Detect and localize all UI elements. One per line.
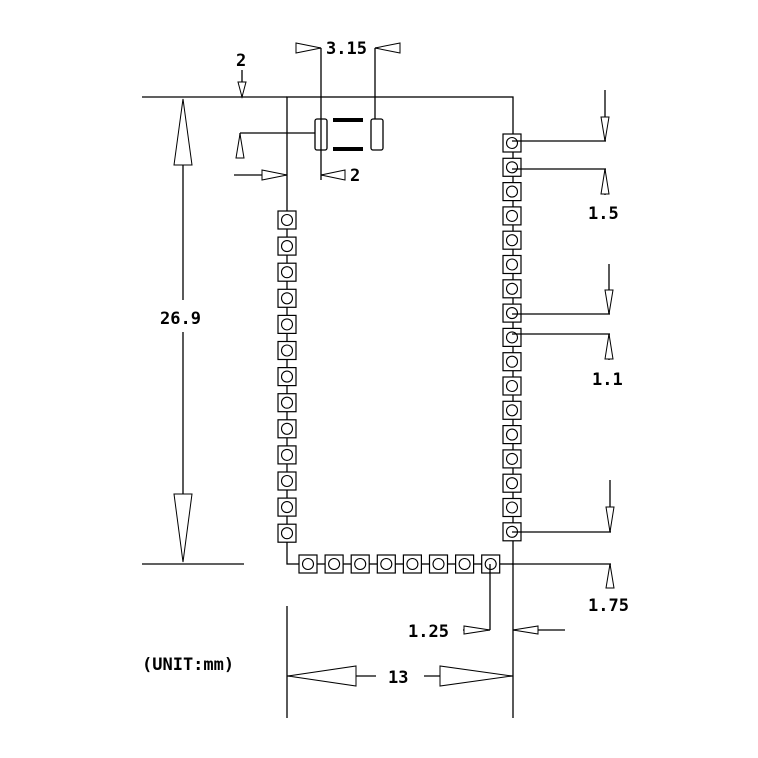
pad-hole: [280, 527, 294, 540]
pad-hole: [328, 557, 341, 571]
pad-hole: [280, 318, 294, 331]
height-dimension: 26.9: [160, 98, 201, 563]
pad-hole: [458, 557, 471, 571]
width-dimension: 13: [286, 564, 514, 718]
pad-hole: [280, 422, 294, 435]
pad-hole: [505, 355, 519, 368]
pad-hole: [505, 282, 519, 295]
pad-hole: [505, 209, 519, 222]
right-pad-column: [502, 133, 522, 542]
pitch-top-label: 1.5: [588, 204, 619, 224]
unit-label: (UNIT:mm): [142, 655, 234, 675]
bottom-pad-row: [298, 554, 501, 574]
height-label: 26.9: [160, 309, 201, 329]
pad-hole: [505, 136, 519, 150]
antenna-width-label: 3.15: [326, 39, 367, 59]
pad-hole: [505, 307, 519, 320]
pitch-bottom-label: 1.25: [408, 622, 449, 642]
pad-hole: [505, 379, 519, 393]
width-label: 13: [388, 668, 408, 688]
pad-hole: [280, 240, 294, 253]
pad-hole: [505, 501, 519, 514]
left-pad-column: [277, 210, 297, 543]
pad-hole: [505, 161, 519, 174]
antenna-offset-label: 2: [350, 166, 360, 186]
pad-hole: [301, 557, 315, 571]
pad-hole: [505, 234, 519, 247]
pad-hole: [280, 213, 294, 227]
antenna-region: 3.15 2: [234, 39, 401, 186]
pad-hole: [505, 452, 519, 465]
pitch-bottom-right-label: 1.75: [588, 596, 629, 616]
pad-hole: [505, 477, 519, 490]
pad-hole: [280, 266, 294, 279]
pitch-side-dimension: 1.1: [512, 264, 623, 390]
pad-hole: [354, 557, 367, 571]
pad-hole: [280, 344, 294, 357]
pad-hole: [280, 292, 294, 305]
pad-hole: [280, 448, 294, 461]
top-left-two-label: 2: [236, 51, 246, 71]
pad-hole: [406, 557, 419, 571]
top-left-offset-dimension: 2: [236, 51, 247, 99]
pad-hole: [280, 370, 294, 383]
pitch-bottom-dimension: 1.25: [408, 564, 565, 642]
pitch-side-label: 1.1: [592, 370, 623, 390]
pad-hole: [280, 474, 294, 488]
pad-hole: [505, 258, 519, 271]
pad-hole: [484, 557, 497, 571]
pad-hole: [505, 404, 519, 417]
pad-hole: [280, 396, 294, 409]
pad-hole: [432, 557, 445, 571]
pitch-bottom-right-dimension: 1.75: [512, 480, 629, 616]
pad-hole: [380, 557, 393, 571]
pad-hole: [505, 185, 519, 198]
pad-hole: [505, 428, 519, 441]
pitch-top-dimension: 1.5: [512, 90, 619, 224]
pad-hole: [280, 501, 294, 514]
